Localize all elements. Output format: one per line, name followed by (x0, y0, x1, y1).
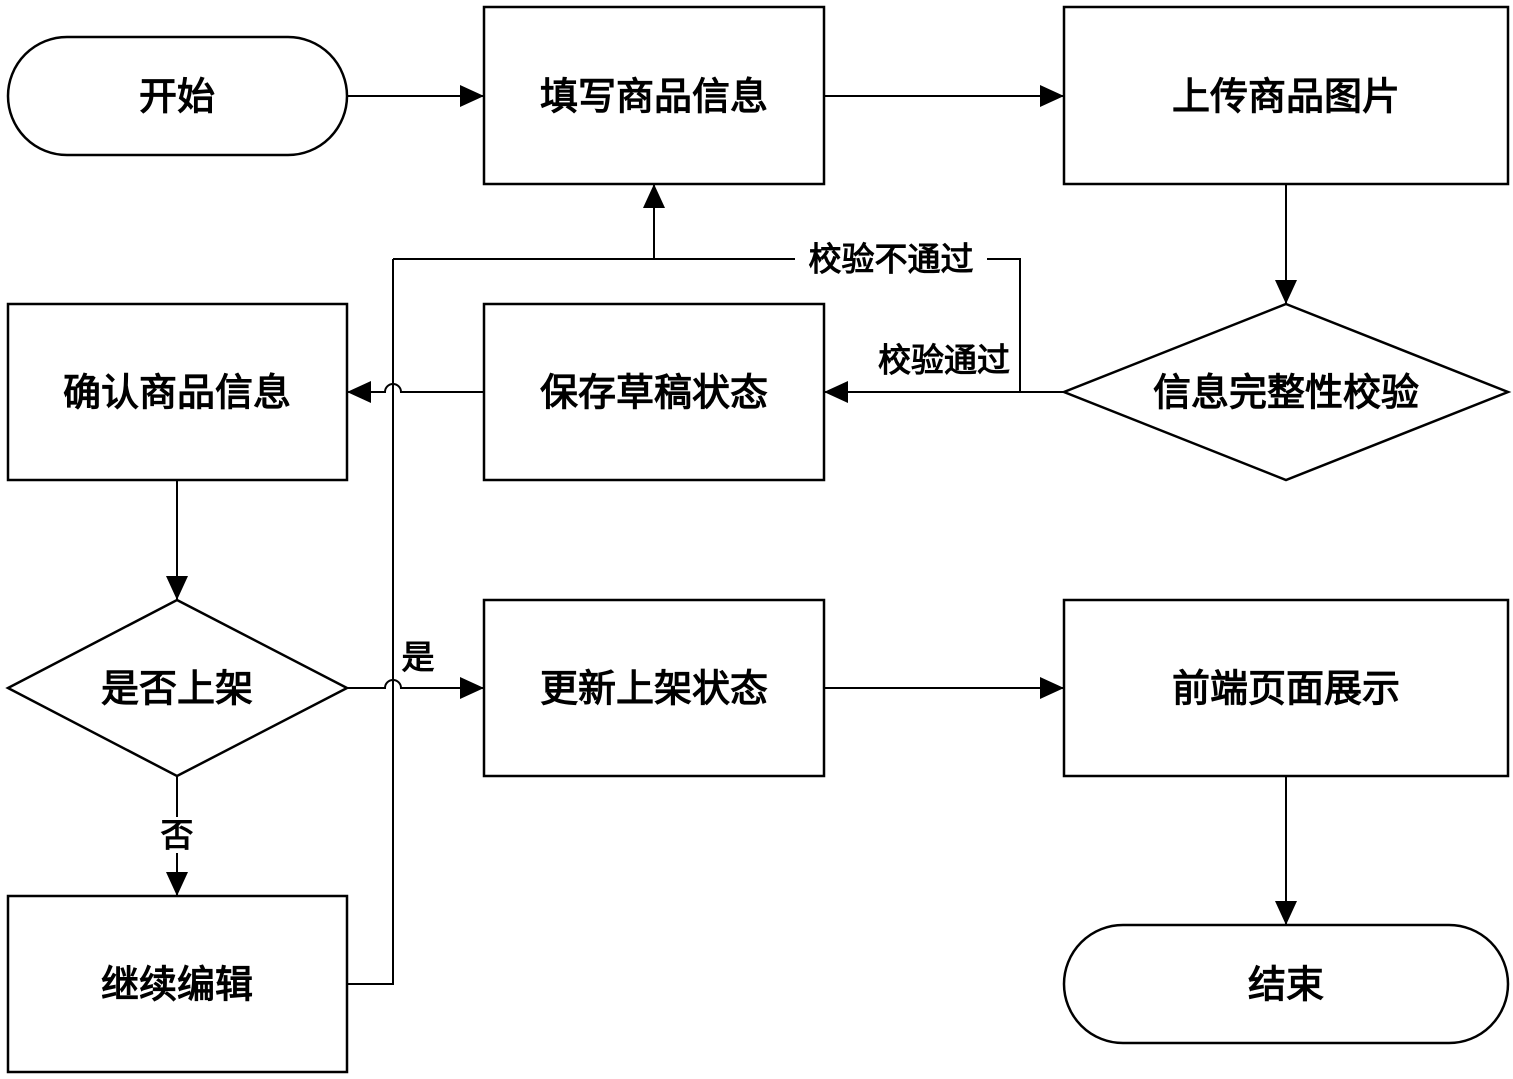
edge-label-no: 否 (161, 816, 194, 855)
start-label: 开始 (139, 74, 215, 119)
frontend-display-label: 前端页面展示 (1172, 666, 1400, 711)
node-integrity-check: 信息完整性校验 (1060, 302, 1512, 482)
publish-decision-shape (5, 598, 350, 778)
edge-publish-decision-to-update-status (347, 677, 484, 699)
save-draft-process-shape (482, 302, 826, 482)
confirm-info-label: 确认商品信息 (63, 370, 291, 415)
update-status-label: 更新上架状态 (540, 666, 768, 711)
confirm-info-process-shape (6, 302, 349, 482)
upload-images-process-shape (1062, 5, 1510, 186)
node-publish-decision: 是否上架 (5, 598, 350, 778)
continue-edit-process-shape (6, 894, 349, 1074)
start-terminal-shape (6, 35, 349, 157)
node-update-status: 更新上架状态 (482, 598, 826, 778)
node-continue-edit: 继续编辑 (6, 894, 349, 1074)
node-end: 结束 (1062, 923, 1510, 1045)
frontend-display-process-shape (1062, 598, 1510, 778)
integrity-check-label: 信息完整性校验 (1153, 370, 1419, 415)
node-upload-images: 上传商品图片 (1062, 5, 1510, 186)
edge-label-check-pass: 校验通过 (878, 341, 1010, 380)
edge-label-no-group: 否 (159, 816, 195, 855)
node-frontend-display: 前端页面展示 (1062, 598, 1510, 778)
update-status-process-shape (482, 598, 826, 778)
integrity-check-decision-shape (1060, 302, 1512, 482)
continue-edit-label: 继续编辑 (101, 962, 253, 1007)
edge-label-check-fail: 校验不通过 (809, 240, 974, 279)
node-fill-info: 填写商品信息 (482, 5, 826, 186)
publish-decision-label: 是否上架 (101, 666, 253, 711)
edge-label-yes: 是 (402, 638, 435, 677)
edge-check-fail-loop (393, 258, 1021, 392)
edge-label-check-fail-group: 校验不通过 (795, 240, 987, 279)
node-start: 开始 (6, 35, 349, 157)
edge-continue-edit-to-loop (347, 259, 394, 985)
fill-info-process-shape (482, 5, 826, 186)
node-save-draft: 保存草稿状态 (482, 302, 826, 482)
save-draft-label: 保存草稿状态 (540, 370, 768, 415)
end-label: 结束 (1248, 962, 1324, 1007)
upload-images-label: 上传商品图片 (1172, 74, 1400, 119)
node-confirm-info: 确认商品信息 (6, 302, 349, 482)
end-terminal-shape (1062, 923, 1510, 1045)
edge-save-draft-to-confirm-info (347, 381, 484, 403)
fill-info-label: 填写商品信息 (540, 74, 768, 119)
